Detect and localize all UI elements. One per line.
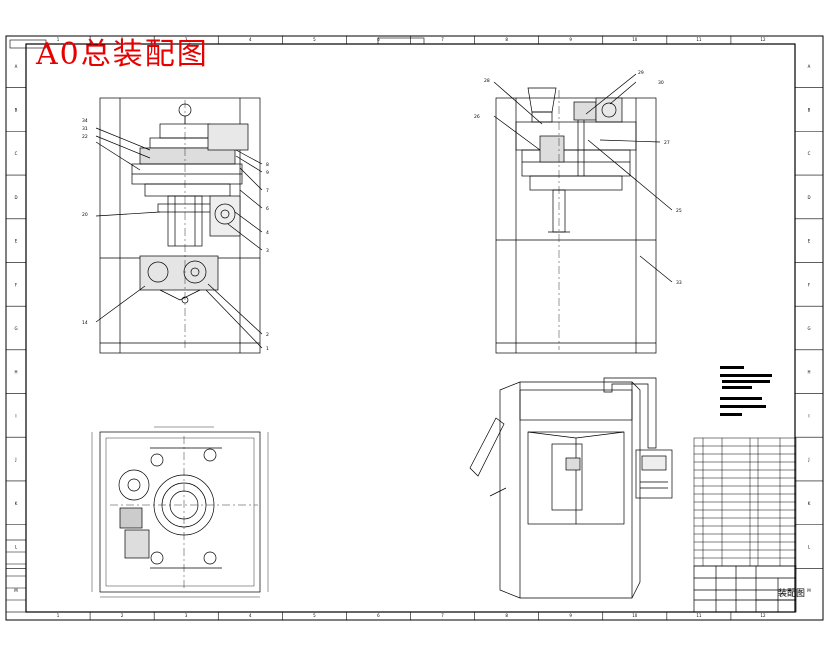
border-row-label: I xyxy=(15,413,16,418)
isometric-view xyxy=(469,377,673,599)
title-block-name: 装配图 xyxy=(778,587,805,599)
border-column-label: 3 xyxy=(185,613,188,618)
border-column-label: 12 xyxy=(760,37,766,42)
border-row-label: J xyxy=(807,457,809,462)
callout-label: 20 xyxy=(82,212,88,218)
border-row-label: M xyxy=(807,588,811,593)
border-column-label: 10 xyxy=(632,37,638,42)
border-row-label: D xyxy=(807,195,810,200)
border-row-label: F xyxy=(15,282,18,287)
border-column-label: 6 xyxy=(377,37,380,42)
border-column-label: 12 xyxy=(760,613,766,618)
border-column-label: 6 xyxy=(377,613,380,618)
callout-label: 6 xyxy=(266,206,269,212)
callout-label: 27 xyxy=(664,140,670,146)
callout-label: 33 xyxy=(676,280,682,286)
front-view xyxy=(95,97,263,354)
border-column-label: 4 xyxy=(249,613,252,618)
border-column-label: 1 xyxy=(57,37,60,42)
border-column-label: 11 xyxy=(696,613,702,618)
callout-label: 28 xyxy=(484,78,490,84)
border-row-label: L xyxy=(15,544,18,549)
callout-label: 25 xyxy=(676,208,682,214)
border-row-label: A xyxy=(15,64,18,69)
border-row-label: C xyxy=(808,151,811,156)
border-column-label: 8 xyxy=(505,613,508,618)
border-column-label: 9 xyxy=(569,37,572,42)
callout-label: 22 xyxy=(82,134,88,140)
front-callouts: 34 31 22 20 14 8 9 7 6 4 3 2 1 xyxy=(82,118,269,352)
outer-frame xyxy=(5,35,824,621)
border-row-label: C xyxy=(15,151,18,156)
border-column-label: 1 xyxy=(57,613,60,618)
border-row-label: K xyxy=(15,501,18,506)
technical-notes xyxy=(720,366,772,416)
border-column-label: 9 xyxy=(569,613,572,618)
border-column-label: 11 xyxy=(696,37,702,42)
callout-label: 30 xyxy=(658,80,664,86)
border-row-label: A xyxy=(808,64,811,69)
border-column-label: 3 xyxy=(185,37,188,42)
border-column-label: 7 xyxy=(441,613,444,618)
callout-label: 1 xyxy=(266,346,269,352)
callout-label: 29 xyxy=(638,70,644,76)
top-view xyxy=(91,426,269,598)
border-column-label: 8 xyxy=(505,37,508,42)
border-row-label: M xyxy=(14,588,18,593)
callout-label: 7 xyxy=(266,188,269,194)
border-column-label: 2 xyxy=(121,37,124,42)
parts-list xyxy=(693,437,797,567)
border-row-label: D xyxy=(14,195,17,200)
title-block xyxy=(693,565,797,613)
callout-label: 9 xyxy=(266,170,269,176)
border-row-label: G xyxy=(14,326,17,331)
callout-label: 31 xyxy=(82,126,88,132)
border-row-label: I xyxy=(808,413,809,418)
border-row-label: E xyxy=(808,239,811,244)
border-row-label: J xyxy=(14,457,16,462)
border-column-label: 7 xyxy=(441,37,444,42)
side-view xyxy=(493,73,673,354)
border-row-label: K xyxy=(808,501,811,506)
border-row-label: B xyxy=(808,108,811,113)
side-callouts: 28 26 29 30 27 25 33 xyxy=(474,70,682,286)
border-row-label: F xyxy=(808,282,811,287)
callout-label: 2 xyxy=(266,332,269,338)
drawing-title: A0总装配图 xyxy=(36,37,209,72)
border-row-label: H xyxy=(807,370,810,375)
border-row-label: L xyxy=(808,544,811,549)
callout-label: 26 xyxy=(474,114,480,120)
header-code-box xyxy=(377,37,425,45)
callout-label: 4 xyxy=(266,230,269,236)
callout-label: 8 xyxy=(266,162,269,168)
border-row-label: G xyxy=(807,326,810,331)
border-row-marks: A A B B C C D D E E F F G G H H I I J J K K L L M M xyxy=(6,64,823,593)
border-row-label: E xyxy=(15,239,18,244)
callout-label: 14 xyxy=(82,320,88,326)
border-row-label: H xyxy=(14,370,17,375)
callout-label: 3 xyxy=(266,248,269,254)
border-column-label: 10 xyxy=(632,613,638,618)
border-column-label: 2 xyxy=(121,613,124,618)
border-column-label: 5 xyxy=(313,37,316,42)
callout-label: 34 xyxy=(82,118,88,124)
border-column-label: 4 xyxy=(249,37,252,42)
revision-block xyxy=(5,539,27,613)
border-row-label: B xyxy=(15,108,18,113)
border-column-label: 5 xyxy=(313,613,316,618)
drawing-code-box xyxy=(9,39,47,49)
